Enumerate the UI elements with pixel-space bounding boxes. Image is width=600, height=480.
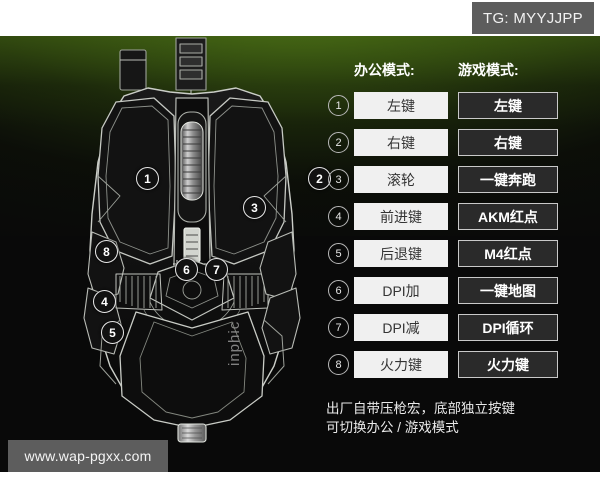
game-mode-function: 火力键 <box>458 351 558 378</box>
telegram-tag-badge: TG: MYYJJPP <box>472 2 594 34</box>
row-index-badge: 4 <box>328 206 349 227</box>
game-mode-function: 左键 <box>458 92 558 119</box>
row-index-badge: 7 <box>328 317 349 338</box>
table-rows: 1 左键 左键 2 右键 右键 3 滚轮 一键奔跑 4 前进键 AKM红点 5 <box>326 88 586 384</box>
table-row: 2 右键 右键 <box>326 125 586 162</box>
row-index-badge: 3 <box>328 169 349 190</box>
row-index-badge: 2 <box>328 132 349 153</box>
row-index-badge: 6 <box>328 280 349 301</box>
callout-marker-8: 8 <box>95 240 118 263</box>
column-header-office-mode: 办公模式: <box>354 62 415 78</box>
bottom-white-band <box>0 472 600 480</box>
callout-marker-5: 5 <box>101 321 124 344</box>
office-mode-function: 滚轮 <box>354 166 448 193</box>
footnote-line-2: 可切换办公 / 游戏模式 <box>326 420 459 435</box>
game-mode-function: 右键 <box>458 129 558 156</box>
game-mode-function: AKM红点 <box>458 203 558 230</box>
row-index-badge: 8 <box>328 354 349 375</box>
gaming-mouse-illustration: inphic 1 2 3 4 5 6 7 8 <box>58 36 331 446</box>
office-mode-function: DPI加 <box>354 277 448 304</box>
callout-marker-6: 6 <box>175 258 198 281</box>
table-row: 6 DPI加 一键地图 <box>326 273 586 310</box>
table-row: 3 滚轮 一键奔跑 <box>326 162 586 199</box>
button-mapping-table: 办公模式: 游戏模式: 1 左键 左键 2 右键 右键 3 滚轮 一键奔跑 4 … <box>326 60 586 384</box>
office-mode-function: 左键 <box>354 92 448 119</box>
game-mode-function: 一键奔跑 <box>458 166 558 193</box>
game-mode-function: 一键地图 <box>458 277 558 304</box>
footnote-line-1: 出厂自带压枪宏，底部独立按键 <box>326 401 515 416</box>
callout-marker-3: 3 <box>243 196 266 219</box>
table-row: 8 火力键 火力键 <box>326 347 586 384</box>
row-index-badge: 5 <box>328 243 349 264</box>
office-mode-function: 右键 <box>354 129 448 156</box>
table-row: 7 DPI减 DPI循环 <box>326 310 586 347</box>
brand-logo: inphic <box>226 320 243 366</box>
callout-marker-7: 7 <box>205 258 228 281</box>
footnote-text: 出厂自带压枪宏，底部独立按键 可切换办公 / 游戏模式 <box>326 399 515 437</box>
callout-marker-4: 4 <box>93 290 116 313</box>
office-mode-function: 火力键 <box>354 351 448 378</box>
game-mode-function: DPI循环 <box>458 314 558 341</box>
office-mode-function: 后退键 <box>354 240 448 267</box>
table-row: 1 左键 左键 <box>326 88 586 125</box>
column-header-game-mode: 游戏模式: <box>458 62 519 78</box>
game-mode-function: M4红点 <box>458 240 558 267</box>
callout-marker-1: 1 <box>136 167 159 190</box>
row-index-badge: 1 <box>328 95 349 116</box>
table-row: 5 后退键 M4红点 <box>326 236 586 273</box>
table-row: 4 前进键 AKM红点 <box>326 199 586 236</box>
site-watermark: www.wap-pgxx.com <box>8 440 168 472</box>
table-column-headers: 办公模式: 游戏模式: <box>326 60 586 88</box>
office-mode-function: 前进键 <box>354 203 448 230</box>
office-mode-function: DPI减 <box>354 314 448 341</box>
